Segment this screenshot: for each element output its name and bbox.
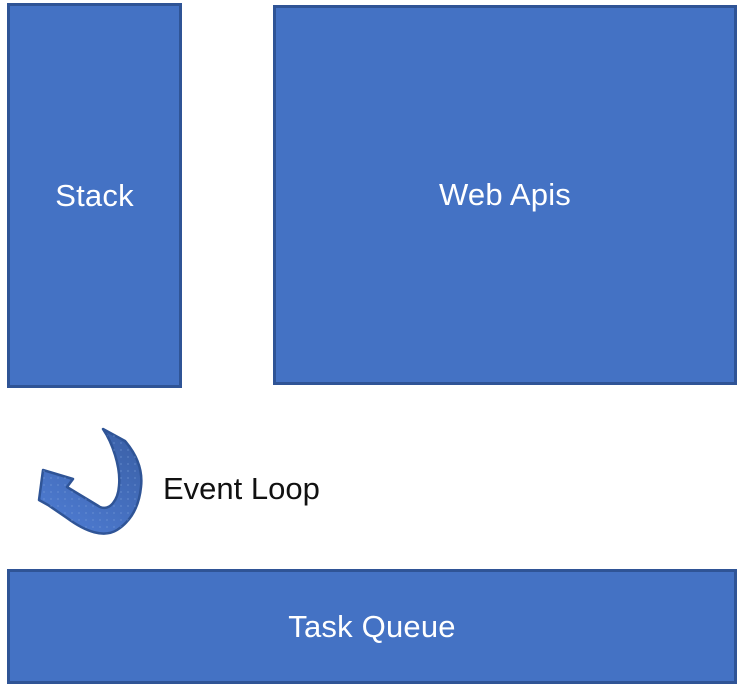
web-apis-box: Web Apis xyxy=(273,5,737,385)
event-loop-arrow-icon xyxy=(37,427,143,535)
task-queue-box: Task Queue xyxy=(7,569,737,684)
stack-label: Stack xyxy=(55,177,134,213)
task-queue-label: Task Queue xyxy=(288,608,456,644)
event-loop-label: Event Loop xyxy=(163,471,320,506)
web-apis-label: Web Apis xyxy=(439,177,571,212)
stack-box: Stack xyxy=(7,3,182,388)
